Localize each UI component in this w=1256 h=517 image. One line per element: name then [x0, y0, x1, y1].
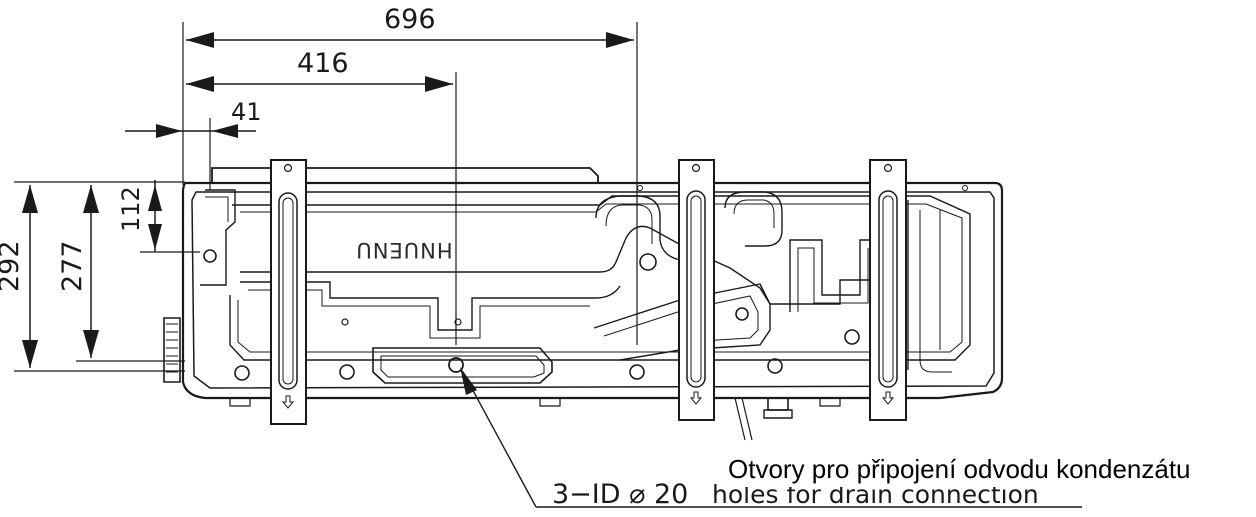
- dimension-416-label: 416: [297, 48, 349, 79]
- dimension-lines-horizontal: [125, 22, 638, 345]
- dimension-41-label: 41: [231, 98, 262, 126]
- mounting-bracket-right: [869, 159, 907, 421]
- drain-note-overlay: Otvory pro připojení odvodu kondenzátu: [728, 454, 1191, 484]
- dimension-292-label: 292: [0, 240, 25, 292]
- mounting-bracket-left: [270, 159, 307, 425]
- dimension-277-label: 277: [57, 240, 88, 292]
- drain-leader-line: [460, 367, 1082, 508]
- mounting-bracket-middle: [678, 159, 715, 421]
- dimension-112-label: 112: [117, 186, 145, 232]
- overlay-label-background: [718, 450, 1256, 487]
- drain-hole-spec: 3−ID ⌀ 20: [552, 479, 688, 510]
- unit-body: [163, 167, 1004, 441]
- dimension-696-label: 696: [384, 4, 436, 35]
- brand-label: HNUENU: [355, 238, 452, 262]
- dimension-lines-vertical: [14, 180, 200, 372]
